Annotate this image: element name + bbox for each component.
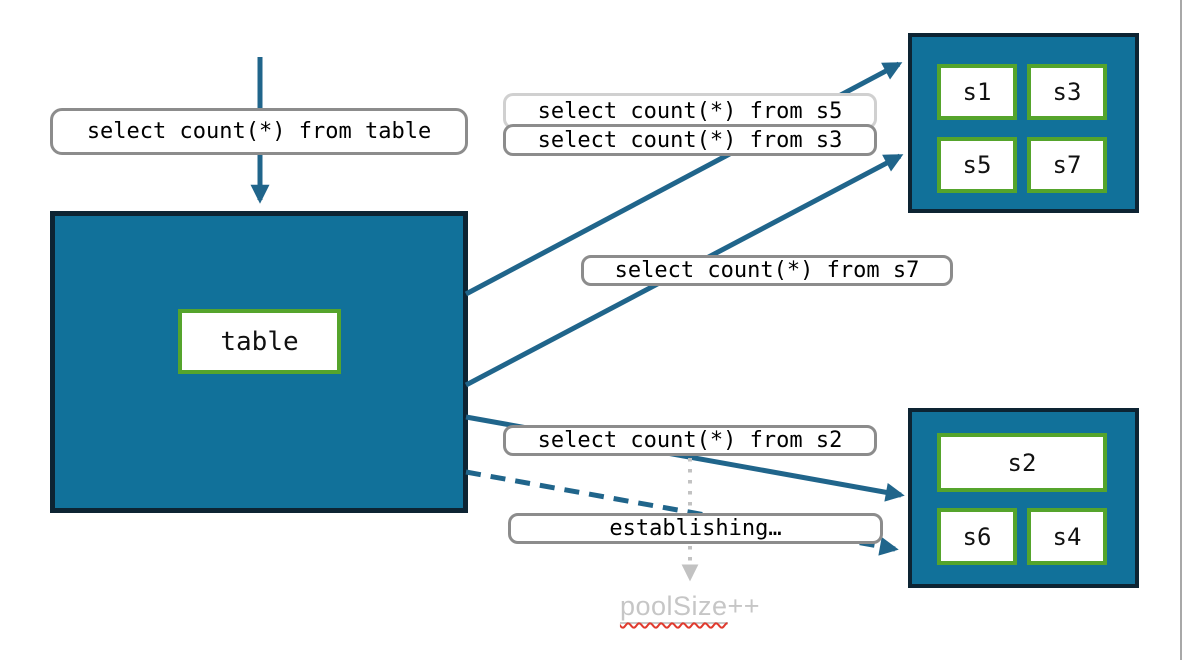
shard-s7-label: s7	[1052, 151, 1082, 179]
shard-s5-label: s5	[962, 151, 992, 179]
query-label-s7-text: select count(*) from s7	[614, 258, 920, 283]
query-label-s3: select count(*) from s3	[503, 124, 877, 156]
shard-s7: s7	[1027, 137, 1107, 193]
shard-s4: s4	[1027, 508, 1107, 565]
slide-edge-line	[1180, 0, 1182, 660]
shard-group-top: s1 s3 s5 s7	[908, 33, 1139, 213]
query-label-s3-text: select count(*) from s3	[537, 127, 843, 153]
table-node-label: table	[178, 309, 341, 374]
table-node: table	[50, 211, 468, 513]
poolsize-note: poolSize++	[565, 591, 815, 624]
table-node-label-text: table	[220, 326, 299, 357]
query-label-s2: select count(*) from s2	[503, 425, 877, 456]
shard-s3: s3	[1027, 64, 1107, 120]
shard-s1-label: s1	[962, 78, 992, 106]
query-label-s5-text: select count(*) from s5	[537, 98, 843, 124]
query-label-table: select count(*) from table	[50, 108, 468, 155]
shard-s6: s6	[937, 508, 1017, 565]
poolsize-word: poolSize	[619, 591, 728, 624]
poolsize-suffix: ++	[727, 591, 761, 621]
establishing-label: establishing…	[508, 513, 883, 544]
shard-s3-label: s3	[1052, 78, 1082, 106]
shard-s5: s5	[937, 137, 1017, 193]
query-label-table-text: select count(*) from table	[86, 119, 432, 144]
establishing-label-text: establishing…	[609, 516, 782, 541]
query-label-s7: select count(*) from s7	[581, 255, 953, 286]
query-label-s5: select count(*) from s5	[503, 93, 877, 129]
shard-s1: s1	[937, 64, 1017, 120]
shard-group-bottom: s2 s6 s4	[908, 408, 1139, 588]
shard-s4-label: s4	[1052, 522, 1082, 551]
query-label-s2-text: select count(*) from s2	[537, 428, 843, 453]
shard-s6-label: s6	[962, 522, 992, 551]
shard-s2-label: s2	[1007, 448, 1037, 477]
shard-s2: s2	[937, 433, 1107, 492]
